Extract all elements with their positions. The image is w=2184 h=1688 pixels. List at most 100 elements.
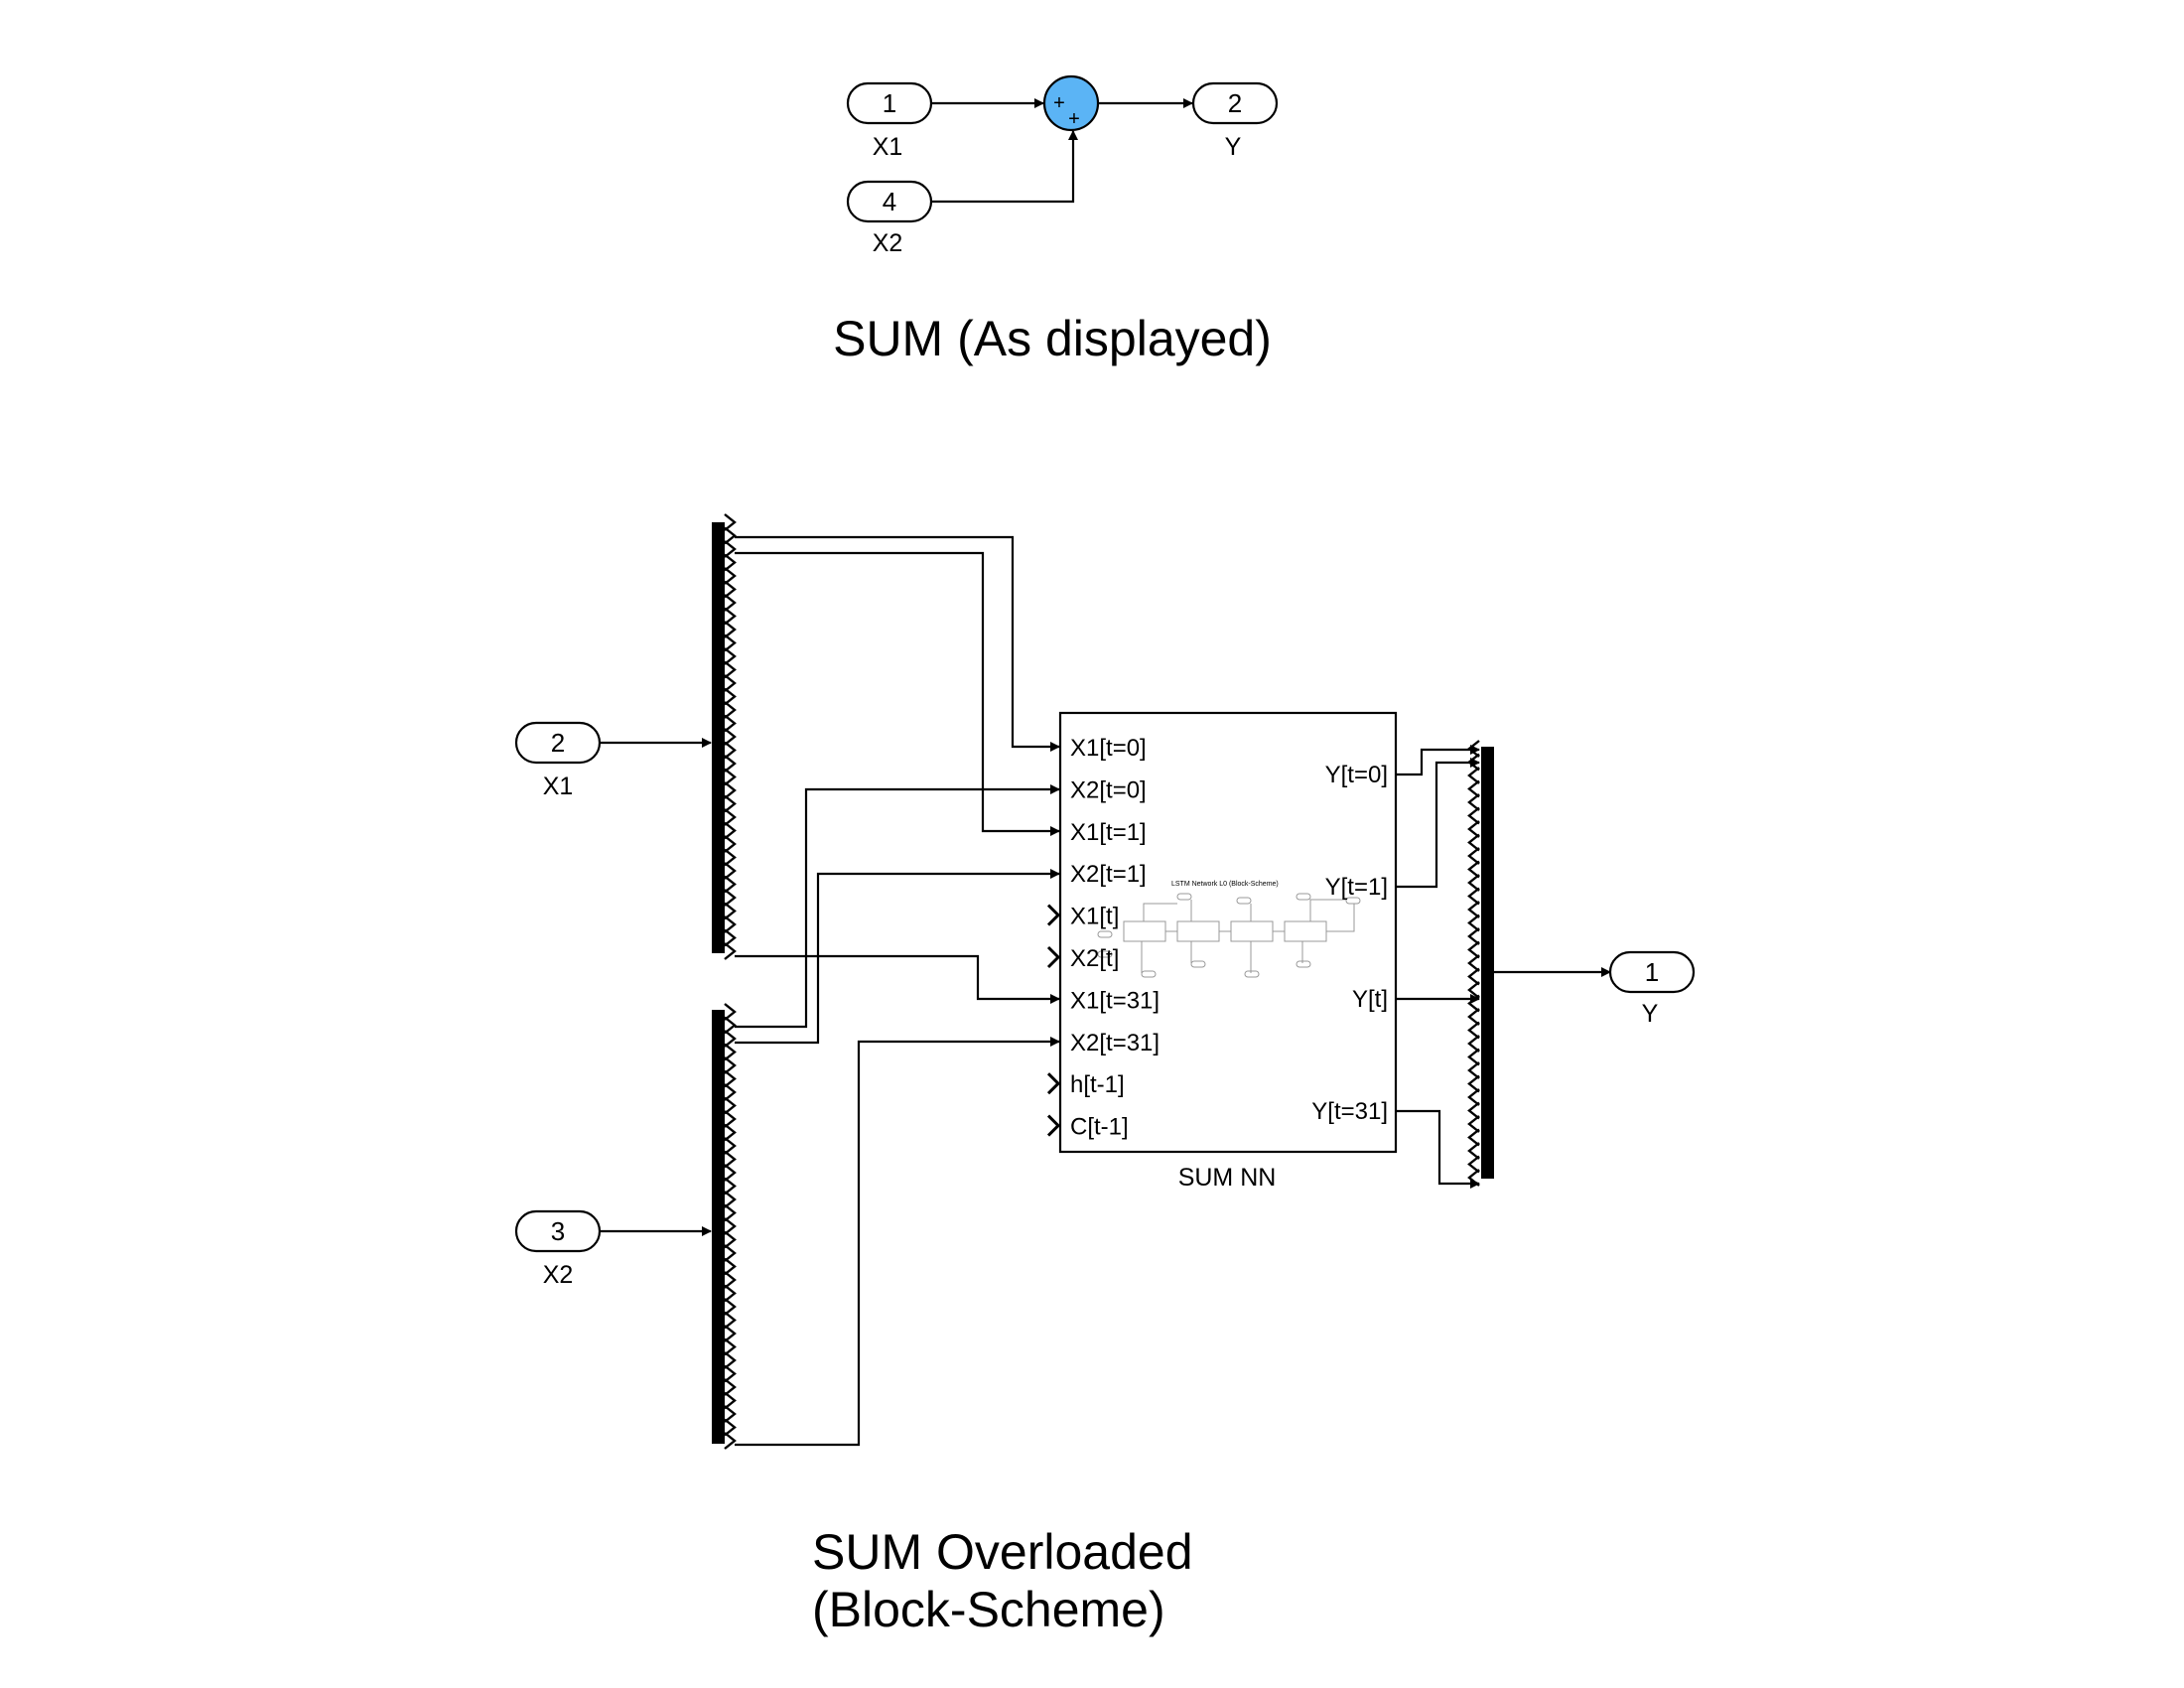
demux-x2-port-32 — [724, 1432, 737, 1450]
demux-x2-port-12 — [724, 1164, 737, 1182]
demux-x1-port-16 — [724, 728, 737, 746]
demux-x1-port-6 — [724, 594, 737, 612]
demux-x1-port-26 — [724, 862, 737, 880]
demux-x1-port-21 — [724, 794, 737, 813]
mux-y-port-4 — [1467, 793, 1480, 811]
mux-y-port-6 — [1467, 820, 1480, 838]
sum-nn-output-label-0: Y[t=0] — [1325, 762, 1388, 788]
demux-x2-port-23 — [724, 1311, 737, 1330]
mux-y-port-8 — [1467, 847, 1480, 865]
bottom-inport-x1[interactable]: 2 — [514, 721, 602, 765]
top-inport-x1[interactable]: 1 — [846, 81, 933, 125]
demux-x2-port-17 — [724, 1230, 737, 1249]
demux-x1-port-0 — [724, 513, 737, 531]
mux-y[interactable] — [1481, 747, 1494, 1179]
demux-x2-port-16 — [724, 1217, 737, 1235]
bottom-outport-y[interactable]: 1 — [1608, 950, 1696, 994]
demux-x1-port-10 — [724, 647, 737, 665]
wire-y-t0[interactable] — [1397, 745, 1480, 776]
demux-x2-port-25 — [724, 1337, 737, 1356]
bottom-diagram: 2 X1 3 X2 SUM NN LSTM Network L0 (Block-… — [514, 513, 1696, 1637]
top-outport-y-label: Y — [1225, 133, 1242, 161]
wire-x2-t31[interactable] — [735, 1037, 1060, 1447]
wire-x1-t1[interactable] — [735, 551, 1060, 836]
wire-x2-t1[interactable] — [735, 869, 1060, 1045]
bottom-inport-x2-label: X2 — [543, 1261, 574, 1289]
wire-y-t1[interactable] — [1397, 758, 1480, 889]
mux-y-port-20 — [1467, 1008, 1480, 1026]
top-inport-x2-label: X2 — [873, 229, 903, 257]
bottom-inport-x2-number: 3 — [551, 1216, 565, 1246]
mux-y-port-13 — [1467, 914, 1480, 932]
demux-x1-outputs — [724, 513, 737, 960]
sum-nn-unconnected-input-5 — [1046, 945, 1061, 969]
demux-x1[interactable] — [712, 522, 725, 953]
demux-x2-port-20 — [724, 1271, 737, 1289]
demux-x2-port-27 — [724, 1364, 737, 1383]
mux-y-port-28 — [1467, 1115, 1480, 1133]
demux-x1-port-23 — [724, 821, 737, 840]
bottom-inport-x2[interactable]: 3 — [514, 1209, 602, 1253]
demux-x2-port-29 — [724, 1391, 737, 1410]
top-diagram: 1 X1 4 X2 + + 2 Y SUM (As displayed) — [833, 74, 1279, 366]
demux-x1-port-32 — [724, 942, 737, 960]
sum-nn-input-label-2: X1[t=1] — [1070, 819, 1147, 846]
demux-x2-port-0 — [724, 1003, 737, 1021]
mux-y-port-17 — [1467, 967, 1480, 986]
wire-y-t31[interactable] — [1397, 1109, 1480, 1189]
demux-x2[interactable] — [712, 1010, 725, 1444]
demux-x2-port-6 — [724, 1083, 737, 1101]
sum-nn-input-label-5: X2[t] — [1070, 945, 1119, 972]
top-inport-x1-number: 1 — [883, 88, 896, 118]
demux-x1-port-9 — [724, 633, 737, 652]
demux-x2-port-1 — [724, 1016, 737, 1035]
demux-x2-port-26 — [724, 1351, 737, 1369]
mux-y-port-16 — [1467, 954, 1480, 972]
demux-x1-port-22 — [724, 808, 737, 826]
mux-y-port-26 — [1467, 1088, 1480, 1106]
mux-y-port-25 — [1467, 1074, 1480, 1093]
demux-x1-port-13 — [724, 687, 737, 706]
sum-sign-2: + — [1068, 108, 1080, 130]
mux-y-port-30 — [1467, 1142, 1480, 1160]
top-sum-block[interactable]: + + — [1042, 74, 1100, 132]
demux-x2-port-19 — [724, 1257, 737, 1276]
mux-y-port-24 — [1467, 1061, 1480, 1079]
demux-x1-port-29 — [724, 902, 737, 920]
demux-x1-port-8 — [724, 621, 737, 638]
demux-x2-port-22 — [724, 1298, 737, 1316]
demux-x1-port-20 — [724, 781, 737, 799]
demux-x1-port-7 — [724, 607, 737, 626]
mux-y-port-3 — [1467, 779, 1480, 798]
mux-y-port-7 — [1467, 833, 1480, 852]
demux-x2-port-3 — [724, 1043, 737, 1061]
sum-nn-output-ports: Y[t=0]Y[t=1]Y[t]Y[t=31] — [1311, 762, 1388, 1125]
demux-x1-port-30 — [724, 915, 737, 933]
wire-x1-t0[interactable] — [735, 535, 1060, 752]
demux-x1-port-19 — [724, 768, 737, 786]
sum-nn-input-label-0: X1[t=0] — [1070, 735, 1147, 762]
wire-x1-t31[interactable] — [735, 954, 1060, 1004]
bottom-inport-x1-label: X1 — [543, 773, 574, 800]
sum-nn-block[interactable] — [1058, 711, 1398, 1154]
mux-y-port-31 — [1467, 1155, 1480, 1174]
demux-x2-port-4 — [724, 1056, 737, 1074]
bottom-outport-y-number: 1 — [1645, 957, 1659, 987]
demux-x1-port-28 — [724, 889, 737, 907]
demux-x1-port-31 — [724, 928, 737, 947]
demux-x1-port-15 — [724, 714, 737, 733]
top-caption: SUM (As displayed) — [833, 311, 1272, 366]
wire-x2-to-sum[interactable] — [931, 130, 1078, 204]
sum-nn-unconnected-input-8 — [1046, 1072, 1061, 1095]
top-inport-x2[interactable]: 4 — [846, 180, 933, 223]
wire-x2-t0[interactable] — [735, 784, 1060, 1029]
demux-x2-port-31 — [724, 1418, 737, 1437]
demux-x1-port-11 — [724, 660, 737, 679]
top-outport-y[interactable]: 2 — [1191, 81, 1279, 125]
demux-x2-port-2 — [724, 1030, 737, 1048]
sum-nn-unconnected-input-9 — [1046, 1114, 1061, 1137]
sum-nn-input-label-4: X1[t] — [1070, 904, 1119, 930]
top-outport-y-number: 2 — [1228, 88, 1242, 118]
mux-y-port-11 — [1467, 887, 1480, 906]
